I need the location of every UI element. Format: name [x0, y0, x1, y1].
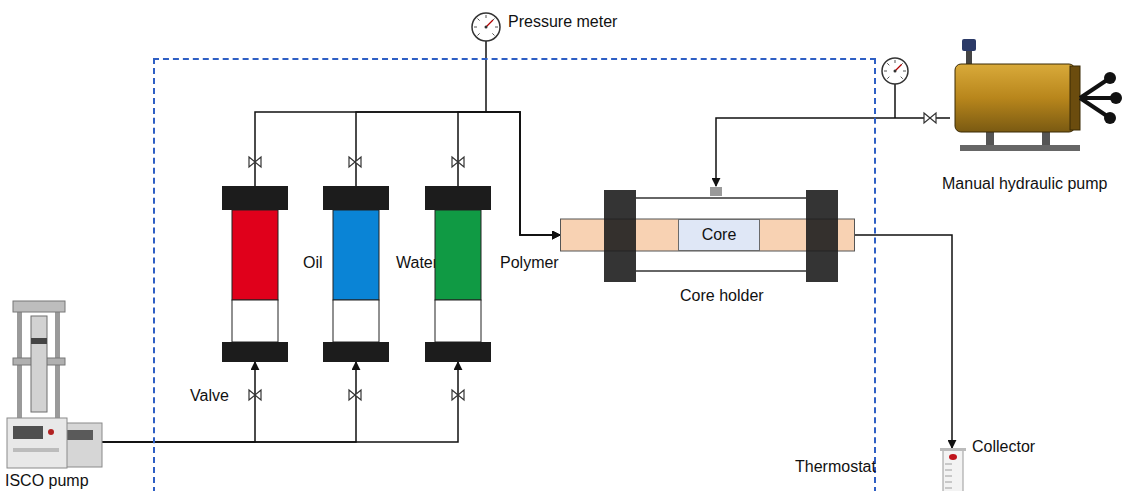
holder-flange: [604, 190, 636, 282]
pump-body: [955, 64, 1075, 132]
flow-line: [255, 112, 560, 235]
hand-pump: Manual hydraulic pump: [950, 38, 1125, 152]
sleeve-line: [636, 270, 806, 272]
scale-tick: [945, 476, 952, 477]
valve-symbol: [349, 390, 361, 400]
scale-tick: [945, 464, 952, 465]
gauge-tick: [486, 15, 487, 18]
gauge-tick: [478, 33, 480, 35]
gauge-tick: [887, 63, 889, 65]
gauge-tick: [478, 19, 480, 21]
fluid-container: Polymer: [425, 186, 491, 362]
gauge-tick: [903, 71, 906, 72]
cylinder-glass: [943, 450, 963, 491]
fluid-column: [435, 210, 481, 300]
piston-chamber: [333, 300, 379, 342]
gauge-stem: [485, 41, 487, 112]
gauge-dial: [882, 58, 908, 84]
pump-stand: [960, 145, 1080, 151]
valve-symbol: [249, 390, 261, 400]
container-illustration: [323, 186, 389, 362]
gauge-pivot: [485, 26, 488, 29]
flow-line: [102, 362, 356, 442]
container-illustration: [425, 186, 491, 362]
gauge-tick: [474, 27, 477, 28]
container-cap: [425, 186, 491, 210]
pressure-port: [710, 187, 722, 196]
flow-line: [855, 235, 952, 448]
gauge-dial: [472, 13, 500, 41]
container-cap: [323, 342, 389, 362]
valve-symbol: [349, 157, 361, 167]
piston-chamber: [435, 300, 481, 342]
node-label: Core: [702, 226, 737, 244]
core-sample: Core: [678, 219, 760, 251]
pump-display: [13, 426, 43, 439]
container-cap: [222, 186, 288, 210]
pump-top-plate: [13, 301, 65, 312]
gauge-tick: [901, 77, 903, 79]
flow-line: [716, 118, 950, 186]
node-label: Core holder: [680, 287, 764, 305]
cylinder-logo: [949, 454, 957, 460]
pump-band: [31, 338, 47, 344]
gauge-tick: [895, 60, 896, 63]
pump-illustration: [5, 298, 102, 470]
flow-line: [102, 362, 458, 442]
pump-end-cap: [1070, 66, 1080, 130]
gauge-tick: [492, 33, 494, 35]
gauge-tick: [887, 77, 889, 79]
valve-label: Valve: [190, 387, 229, 405]
pump-handle-ball: [1104, 72, 1116, 84]
gauge-tick: [495, 27, 498, 28]
pump-unit: ISCO pump: [5, 298, 102, 470]
sleeve-line: [636, 197, 806, 199]
container-cap: [222, 342, 288, 362]
pump-base: [7, 418, 67, 468]
thermostat-region: ThermostatOilWaterPolymerCore holderCore: [153, 58, 876, 491]
collector-illustration: [940, 448, 966, 491]
gauge-tick: [884, 71, 887, 72]
cylinder-rim: [940, 448, 966, 451]
fluid-column: [333, 210, 379, 300]
pump-knob: [962, 39, 976, 51]
fluid-column: [232, 210, 278, 300]
scale-tick: [945, 488, 952, 489]
node-label: Collector: [972, 438, 1035, 456]
node-label: Polymer: [500, 254, 559, 272]
container-illustration: [222, 186, 288, 362]
controller-screen: [67, 430, 93, 440]
pump-keypad: [13, 448, 59, 452]
valve-symbol: [249, 157, 261, 167]
node-label: ISCO pump: [5, 472, 89, 490]
piston-chamber: [232, 300, 278, 342]
core-holder: Core holderCore: [560, 186, 855, 284]
gauge-stem: [894, 84, 896, 118]
node-label: Water: [396, 254, 438, 272]
node-label: Manual hydraulic pump: [942, 175, 1107, 193]
hand-pump-illustration: [950, 38, 1125, 152]
fluid-container: Oil: [222, 186, 288, 362]
fluid-container: Water: [323, 186, 389, 362]
container-cap: [425, 342, 491, 362]
scale-tick: [945, 470, 952, 471]
pump-handle-ball: [1110, 92, 1122, 104]
gauge-label: Pressure meter: [508, 13, 617, 31]
valve-symbol: [452, 390, 464, 400]
pump-cylinder: [31, 316, 47, 412]
valve-symbol: [452, 157, 464, 167]
collector: Collector: [940, 448, 966, 491]
pump-button: [48, 429, 54, 435]
pump-handle-ball: [1104, 112, 1116, 124]
valve-symbol: [924, 113, 936, 123]
node-label: Oil: [303, 254, 323, 272]
holder-flange: [806, 190, 838, 282]
container-cap: [323, 186, 389, 210]
flow-line: [102, 362, 255, 442]
gauge-pivot: [894, 70, 897, 73]
node-label: Thermostat: [795, 458, 876, 476]
scale-tick: [945, 482, 952, 483]
